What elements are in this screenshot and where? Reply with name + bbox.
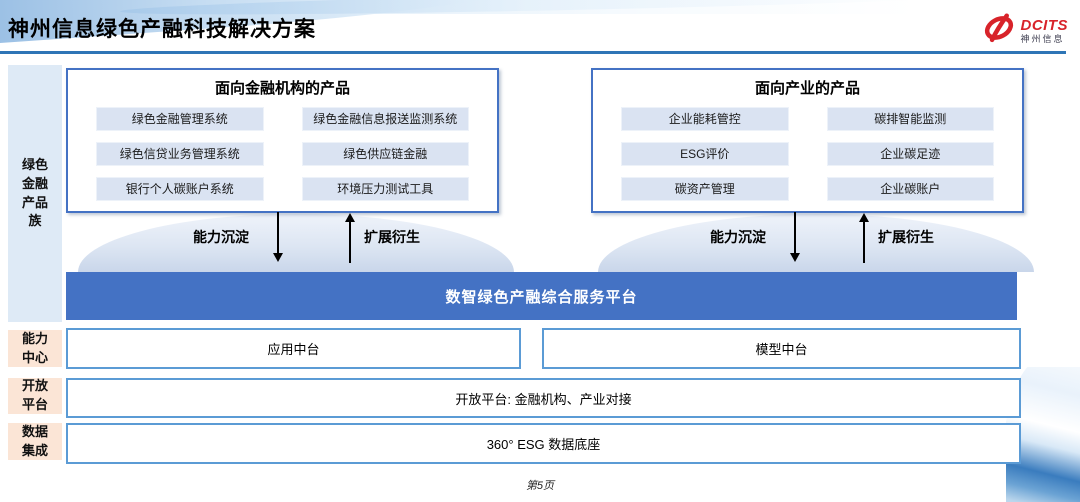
logo-brand-text: DCITS — [1020, 16, 1068, 34]
product-group-industry: 面向产业的产品 企业能耗管控 碳排智能监测 ESG评价 企业碳足迹 碳资产管理 … — [591, 68, 1024, 213]
dcits-swoosh-icon — [981, 12, 1017, 49]
product-pill: 银行个人碳账户系统 — [96, 177, 264, 201]
product-group-industry-title: 面向产业的产品 — [754, 80, 860, 97]
up-arrow-icon — [858, 213, 870, 263]
flow-label-capability-right: 能力沉淀 — [710, 229, 766, 245]
flow-label-extend-right: 扩展衍生 — [878, 229, 934, 245]
product-group-financial: 面向金融机构的产品 绿色金融管理系统 绿色金融信息报送监测系统 绿色信贷业务管理… — [66, 68, 499, 213]
rail-data-integration: 数据集成 — [8, 423, 62, 460]
capability-model-middle-platform: 模型中台 — [542, 328, 1021, 369]
rail-open-platform-label: 开放平台 — [21, 378, 48, 412]
rail-product-family: 绿色金融产品族 — [8, 65, 62, 322]
header-swoosh-decoration — [0, 0, 1080, 56]
product-pill: 绿色信贷业务管理系统 — [96, 142, 264, 166]
product-pill: 绿色金融信息报送监测系统 — [301, 107, 469, 131]
product-pill: 碳排智能监测 — [826, 107, 994, 131]
rail-open-platform: 开放平台 — [8, 378, 62, 414]
up-arrow-icon — [344, 213, 356, 263]
flow-label-extend: 扩展衍生 — [364, 229, 420, 245]
rail-data-integration-label: 数据集成 — [21, 423, 48, 458]
rail-capability-center: 能力中心 — [8, 330, 62, 367]
flow-label-capability: 能力沉淀 — [193, 229, 249, 245]
capability-app-middle-platform: 应用中台 — [66, 328, 521, 369]
rail-product-family-label: 绿色金融产品族 — [21, 156, 48, 229]
product-pill: 环境压力测试工具 — [301, 177, 469, 201]
product-pill: 企业碳账户 — [826, 177, 994, 201]
logo-brand-cn-text: 神州信息 — [1020, 33, 1065, 44]
dcits-logo: DCITS 神州信息 — [981, 12, 1069, 49]
open-platform-row: 开放平台: 金融机构、产业对接 — [66, 378, 1021, 418]
product-pill: 企业能耗管控 — [621, 107, 789, 131]
product-pill: 企业碳足迹 — [826, 142, 994, 166]
product-pill: 绿色供应链金融 — [301, 142, 469, 166]
platform-bar: 数智绿色产融综合服务平台 — [66, 272, 1017, 320]
product-group-financial-title: 面向金融机构的产品 — [214, 80, 350, 97]
product-pill: ESG评价 — [621, 142, 789, 166]
product-pill: 碳资产管理 — [621, 177, 789, 201]
page-title: 神州信息绿色产融科技解决方案 — [8, 18, 316, 41]
page-number: 第5页 — [525, 480, 555, 492]
header-divider-line — [0, 51, 1066, 54]
esg-data-base-row: 360° ESG 数据底座 — [66, 423, 1021, 464]
rail-capability-center-label: 能力中心 — [21, 330, 48, 365]
down-arrow-icon — [272, 212, 284, 262]
product-pill: 绿色金融管理系统 — [96, 107, 264, 131]
down-arrow-icon — [789, 212, 801, 262]
dome-decoration-right — [598, 214, 1034, 272]
dome-decoration-left — [78, 214, 514, 272]
